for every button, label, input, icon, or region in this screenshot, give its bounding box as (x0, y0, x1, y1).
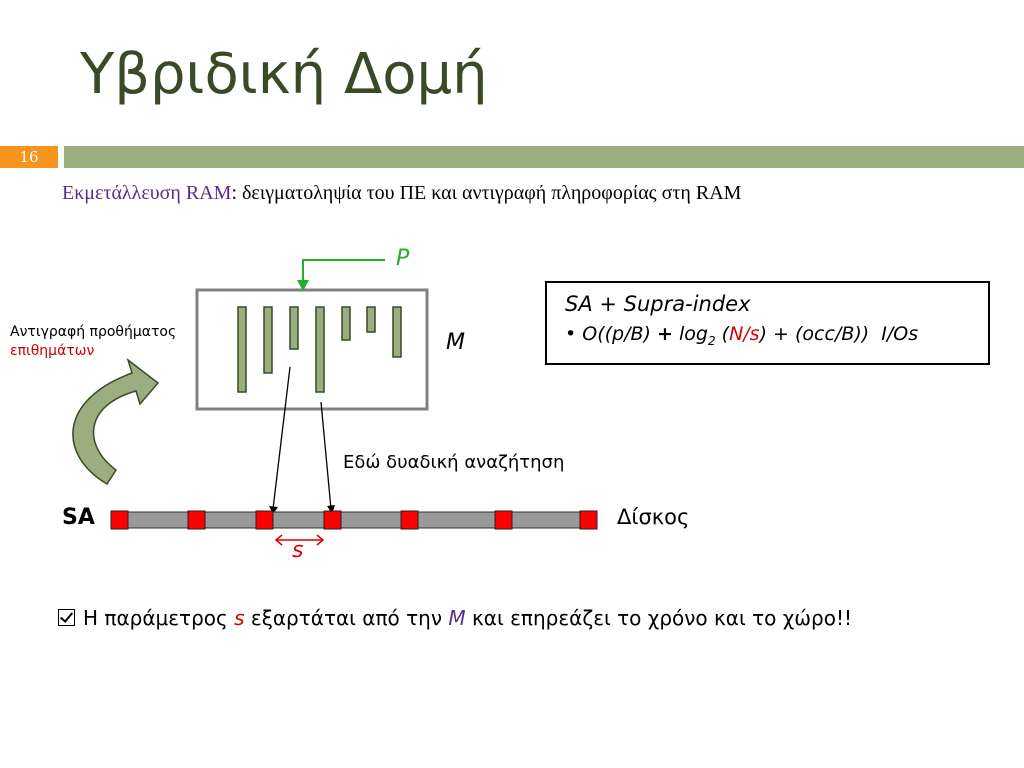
slide-title: Υβριδική Δομή (80, 42, 488, 107)
header-band (64, 146, 1024, 168)
disk-marker (494, 510, 513, 530)
disk-marker (187, 510, 206, 530)
disk-marker (579, 510, 598, 530)
binary-search-label: Εδώ δυαδική αναζήτηση (343, 452, 565, 473)
sa-label: SA (62, 505, 95, 530)
bottom-m: M (448, 606, 466, 630)
search-line-left (272, 366, 291, 510)
disk-marker (110, 510, 129, 530)
memory-bar (237, 306, 247, 393)
memory-bar (392, 306, 402, 358)
bottom-text1: Η παράμετρος (83, 606, 228, 630)
memory-label: M (446, 330, 465, 355)
slide-subtitle: Εκμετάλλευση RAM: δειγματοληψία του ΠΕ κ… (62, 182, 741, 205)
subtitle-lead: Εκμετάλλευση RAM (62, 182, 232, 204)
memory-bar (315, 306, 325, 393)
slide-number: 16 (0, 146, 58, 168)
memory-bar (263, 306, 273, 374)
pointer-arrow (297, 259, 385, 291)
formula-complexity: • O((p/B) + log2 (N/s) + (occ/B)) I/Os (565, 323, 918, 348)
formula-part1: O((p/B) (582, 323, 651, 345)
bottom-statement: Η παράμετρος s εξαρτάται από την M και ε… (58, 606, 852, 630)
checkbox-icon (58, 609, 75, 626)
disk-marker (323, 510, 342, 530)
spacing-arrow (274, 534, 325, 546)
memory-bar (366, 306, 376, 333)
memory-bar (289, 306, 299, 350)
arrowhead-right (327, 505, 335, 514)
formula-plus1: + (657, 323, 673, 345)
memory-box (195, 288, 429, 411)
pointer-label: P (396, 246, 410, 271)
formula-paren-open: ( (721, 323, 730, 345)
formula-title: SA + Supra-index (565, 292, 751, 316)
disk-marker (255, 510, 274, 530)
disk-array (110, 511, 598, 529)
formula-ns: N/s (729, 323, 760, 345)
memory-bar (341, 306, 351, 341)
formula-plus2: + (773, 323, 789, 345)
copy-label-line1: Αντιγραφή προθήματος (10, 324, 177, 340)
formula-log-sub: 2 (707, 333, 716, 348)
copy-prefix-label: Αντιγραφή προθήματος επιθημάτων (10, 323, 176, 361)
arrowhead-left (269, 506, 278, 514)
spacing-label: s (292, 538, 304, 563)
subtitle-rest: : δειγματοληψία του ΠΕ και αντιγραφή πλη… (231, 182, 742, 204)
copy-label-line2: επιθημάτων (10, 343, 95, 359)
disk-marker (400, 510, 419, 530)
bottom-s: s (234, 606, 245, 630)
formula-log: log (678, 323, 708, 345)
search-line-right (320, 401, 332, 510)
bottom-text3: και επηρεάζει το χρόνο και το χώρο!! (472, 606, 853, 630)
copy-curved-arrow (72, 357, 160, 486)
formula-paren-close: ) (759, 323, 767, 345)
bottom-text2: εξαρτάται από την (250, 606, 443, 630)
disk-label: Δίσκος (617, 505, 690, 529)
formula-bullet: • (565, 323, 577, 345)
formula-box (545, 281, 990, 365)
formula-unit: I/Os (881, 323, 919, 345)
formula-part2: (occ/B)) (795, 323, 870, 345)
